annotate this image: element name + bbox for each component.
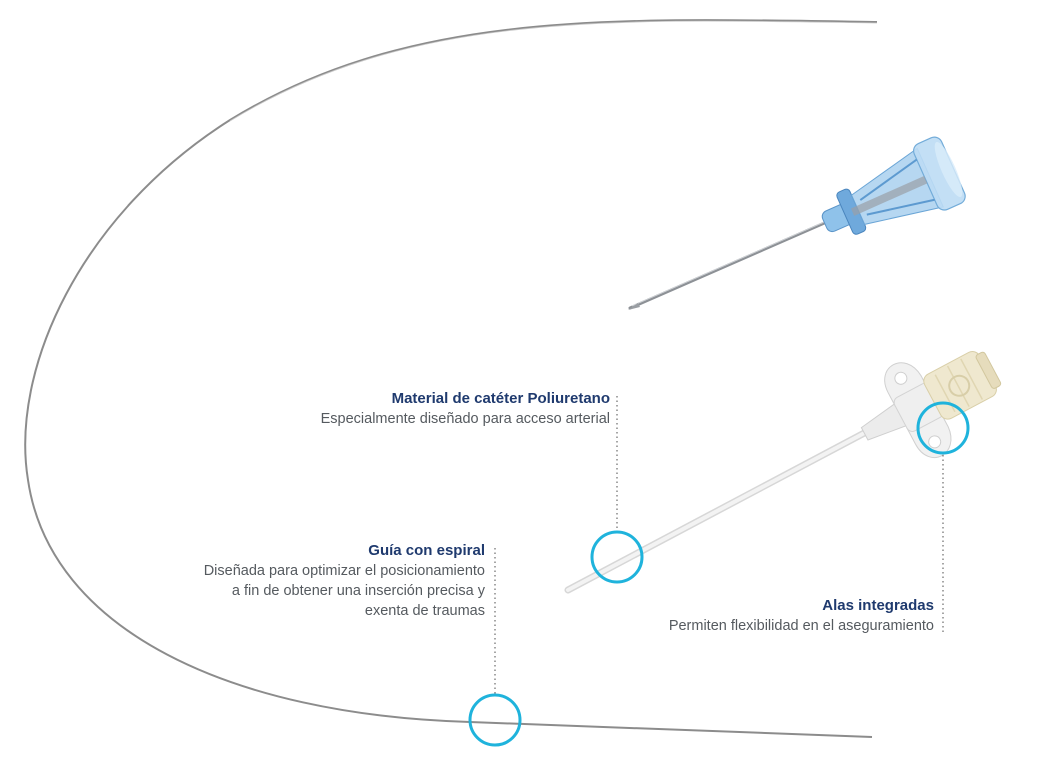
catheter-icon [564,351,1002,594]
callout-guia: Guía con espiral Diseñada para optimizar… [204,541,485,621]
callout-guia-title: Guía con espiral [368,542,485,559]
callout-material-title: Material de catéter Poliuretano [391,390,610,407]
callout-guia-description: Diseñada para optimizar el posicionamien… [204,561,485,621]
guidewire-highlight-icon [229,20,878,122]
introducer-needle-icon [628,136,966,310]
callout-alas: Alas integradas Permiten flexibilidad en… [669,596,934,636]
highlight-ring-guia [468,693,522,747]
guidewire-icon [24,19,878,738]
callout-guia-description-line: a fin de obtener una inserción precisa y [231,583,485,599]
callout-material: Material de catéter Poliuretano Especial… [321,389,610,429]
callout-guia-description-line: Diseñada para optimizar el posicionamien… [203,563,485,579]
callout-alas-title: Alas integradas [822,597,934,614]
callout-alas-description: Permiten flexibilidad en el aseguramient… [668,618,934,634]
callout-guia-description-line: exenta de traumas [364,603,485,619]
callout-material-description: Especialmente diseñado para acceso arter… [320,411,610,427]
highlight-ring-material [590,530,644,584]
highlight-ring-alas [916,401,970,455]
